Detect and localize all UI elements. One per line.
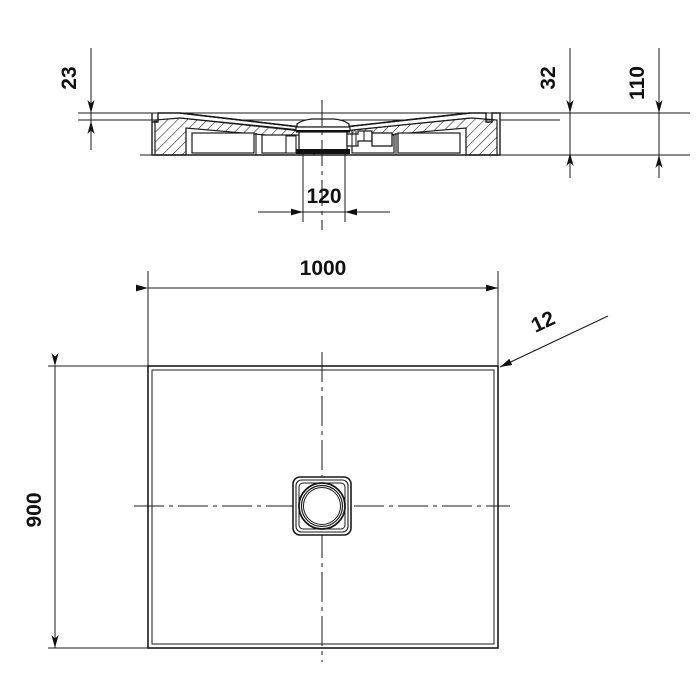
dimension-1000: [136, 271, 499, 368]
section-drain-assembly: [285, 118, 393, 154]
plan-view: [48, 271, 609, 662]
dimension-120: [258, 150, 390, 222]
dimension-12-leader: [499, 315, 609, 368]
dimension-120-label: 120: [306, 185, 341, 208]
dimension-900: [48, 353, 152, 649]
section-view: [78, 48, 690, 230]
dimension-23-label: 23: [58, 66, 81, 89]
plan-tray-inner-outline: [151, 369, 495, 645]
dimension-110-label: 110: [626, 66, 649, 100]
dimension-12-label: 12: [528, 307, 559, 338]
dimension-1000-label: 1000: [300, 257, 347, 280]
plan-drain: [292, 476, 352, 536]
dimension-900-label: 900: [23, 492, 46, 527]
dimension-32-label: 32: [537, 66, 560, 89]
